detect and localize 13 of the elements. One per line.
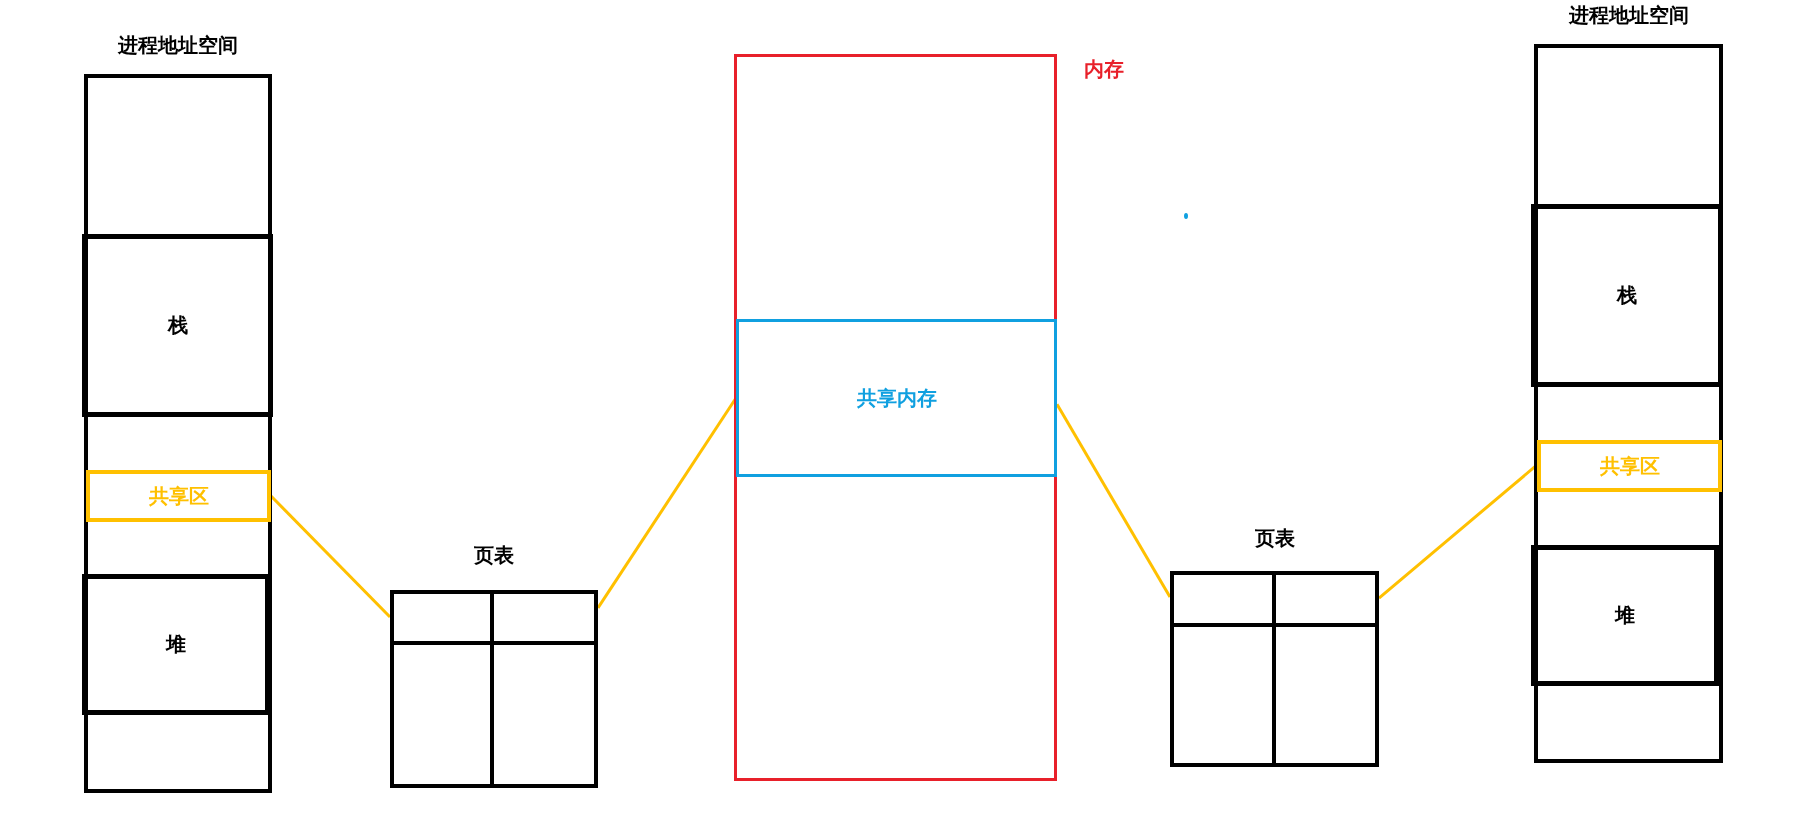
heap-box: 堆 [82, 574, 270, 715]
memory-label: 内存 [1083, 55, 1125, 83]
shared-region-box: 共享区 [86, 470, 271, 522]
table-title: 页表 [473, 541, 515, 569]
table-title: 页表 [1253, 524, 1296, 552]
heap-box: 堆 [1531, 545, 1719, 686]
shared-region-box: 共享区 [1537, 440, 1722, 492]
column-title: 进程地址空间 [117, 31, 239, 59]
shared-memory-box: 共享内存 [736, 319, 1057, 477]
column-title: 进程地址空间 [1567, 1, 1690, 29]
connector-line [269, 494, 392, 618]
connector-line [1055, 403, 1172, 598]
stack-box: 栈 [82, 234, 273, 417]
